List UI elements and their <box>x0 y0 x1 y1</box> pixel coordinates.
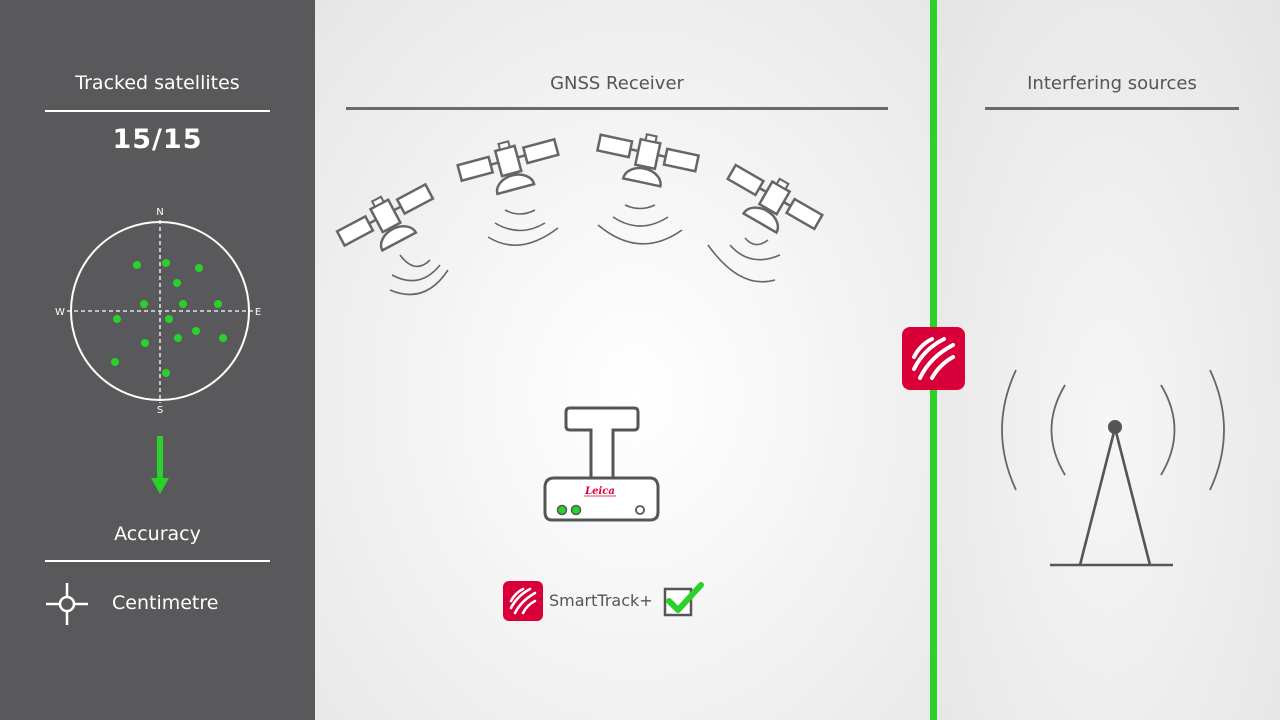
interfering-divider <box>985 107 1239 110</box>
satellite-dot <box>192 327 200 335</box>
satellite-icon <box>331 174 445 267</box>
center-panel <box>315 0 932 720</box>
satellite-dot <box>162 369 170 377</box>
right-panel <box>936 0 1280 720</box>
accuracy-row: Centimetre <box>46 583 276 625</box>
radio-tower-icon <box>1001 369 1225 567</box>
satellite-dot <box>111 358 119 366</box>
title-divider <box>45 110 270 112</box>
satellite-dot <box>133 261 141 269</box>
gnss-receiver-icon: Leica <box>543 406 660 522</box>
satellite-icon <box>453 128 566 204</box>
accuracy-value: Centimetre <box>112 592 219 614</box>
smarttrack-label: SmartTrack+ <box>549 591 653 610</box>
satellite-count: 15/15 <box>112 124 203 155</box>
smarttrack-logo-icon <box>503 581 543 621</box>
satellite-dot <box>162 259 170 267</box>
compass-north: N <box>156 207 163 218</box>
gnss-receiver-title: GNSS Receiver <box>550 73 684 94</box>
checkbox-checked-icon[interactable] <box>663 579 705 619</box>
compass-east: E <box>255 307 261 318</box>
satellite-dots <box>111 259 227 377</box>
satellite-dot <box>113 315 121 323</box>
satellite-dot <box>219 334 227 342</box>
smarttrack-logo-icon <box>902 327 965 390</box>
signal-waves <box>389 204 781 296</box>
interfering-sources-title: Interfering sources <box>1027 73 1197 94</box>
satellite-dot <box>214 300 222 308</box>
satellite-dot <box>165 315 173 323</box>
satellite-dot <box>173 279 181 287</box>
satellite-dot <box>141 339 149 347</box>
satellite-icon <box>715 155 829 250</box>
gnss-divider <box>346 107 888 110</box>
satellite-dot <box>179 300 187 308</box>
sky-plot: N S W E <box>55 207 261 416</box>
accuracy-title: Accuracy <box>114 523 201 545</box>
left-panel: Tracked satellites 15/15 N S W E <box>0 0 315 720</box>
brand-label: Leica <box>584 486 615 497</box>
satellite-dot <box>195 264 203 272</box>
smarttrack-option[interactable]: SmartTrack+ <box>503 581 713 621</box>
satellite-dot <box>174 334 182 342</box>
tracked-satellites-title: Tracked satellites <box>75 72 240 94</box>
satellite-dot <box>140 300 148 308</box>
satellite-icon <box>591 123 702 194</box>
satellites-illustration <box>331 123 829 296</box>
compass-west: W <box>55 307 65 318</box>
crosshair-icon <box>46 583 88 625</box>
compass-south: S <box>157 405 163 416</box>
down-arrow-icon <box>151 436 169 494</box>
accuracy-divider <box>45 560 270 562</box>
